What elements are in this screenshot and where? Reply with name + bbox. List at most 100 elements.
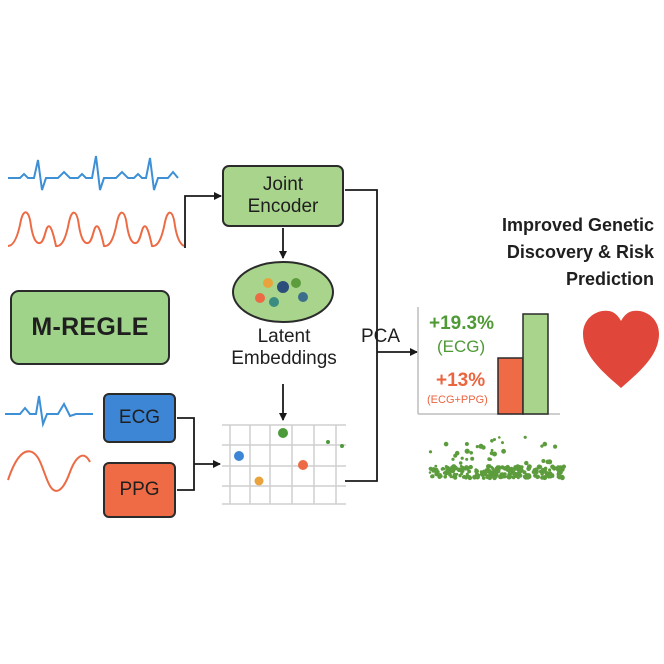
pca-grid <box>222 424 346 505</box>
manhattan-point <box>540 444 544 448</box>
manhattan-point <box>523 474 529 480</box>
ppg-waveform-top <box>7 211 185 248</box>
manhattan-point <box>520 465 524 469</box>
manhattan-point <box>505 467 511 472</box>
manhattan-point <box>430 468 433 471</box>
manhattan-point <box>475 445 479 449</box>
manhattan-point <box>452 472 458 478</box>
manhattan-point <box>501 448 506 454</box>
manhattan-point <box>474 472 480 478</box>
manhattan-point <box>489 458 493 461</box>
ecg-gain-value: +19.3% <box>429 313 494 334</box>
result-title: Improved Genetic Discovery & Risk Predic… <box>501 215 654 289</box>
bar-ecg <box>522 313 549 415</box>
pca-point <box>340 444 344 448</box>
manhattan-point <box>501 441 504 445</box>
manhattan-point <box>556 475 560 479</box>
manhattan-point <box>465 457 469 461</box>
manhattan-point <box>428 471 432 474</box>
ppg-waveform-bottom <box>7 450 91 492</box>
manhattan-point <box>434 464 438 468</box>
ppg-box: PPG <box>103 462 176 518</box>
manhattan-point <box>460 467 465 472</box>
manhattan-point <box>464 442 469 446</box>
ecg-waveform-top <box>8 155 179 191</box>
manhattan-point <box>496 465 500 469</box>
manhattan-point <box>511 476 516 480</box>
manhattan-plot <box>428 435 567 481</box>
pca-label: PCA <box>361 326 401 347</box>
embedding-dot <box>291 278 301 288</box>
manhattan-point <box>469 451 474 455</box>
manhattan-point <box>474 468 478 472</box>
joint-encoder-box: Joint Encoder <box>222 165 344 227</box>
manhattan-point <box>492 451 497 457</box>
ecg-ppg-to-grid-connector <box>177 417 220 491</box>
manhattan-point <box>548 468 552 472</box>
manhattan-point <box>518 470 522 475</box>
manhattan-point <box>535 470 539 475</box>
manhattan-point <box>430 474 435 479</box>
pca-point <box>234 451 244 461</box>
manhattan-point <box>481 445 486 450</box>
manhattan-point <box>523 435 527 439</box>
manhattan-point <box>514 472 520 477</box>
pca-point <box>326 440 330 444</box>
manhattan-point <box>438 474 442 478</box>
ecg-waveform-bottom <box>5 395 93 428</box>
ecg-label: ECG <box>118 407 161 428</box>
bar-ecg-ppg <box>497 357 524 415</box>
manhattan-point <box>551 474 555 478</box>
joint-encoder-label: Joint Encoder <box>247 174 319 217</box>
manhattan-point <box>435 470 440 474</box>
manhattan-point <box>512 471 516 475</box>
ecg-box: ECG <box>103 393 176 443</box>
combined-gain-value: +13% <box>436 370 486 391</box>
manhattan-point <box>440 467 444 471</box>
manhattan-point <box>458 461 463 465</box>
manhattan-point <box>531 470 536 474</box>
manhattan-point <box>561 464 567 469</box>
manhattan-point <box>482 471 487 476</box>
manhattan-point <box>444 472 448 476</box>
manhattan-point <box>490 448 494 452</box>
manhattan-point <box>539 465 543 469</box>
manhattan-point <box>458 473 462 478</box>
manhattan-point <box>542 441 548 447</box>
manhattan-point <box>493 438 496 441</box>
manhattan-point <box>481 476 486 480</box>
manhattan-point <box>490 439 494 443</box>
manhattan-point <box>547 475 551 479</box>
embedding-dot <box>269 297 279 307</box>
manhattan-point <box>550 464 555 470</box>
manhattan-point <box>450 466 456 472</box>
manhattan-point <box>460 456 464 460</box>
manhattan-point <box>500 465 505 470</box>
pca-point <box>254 476 264 486</box>
manhattan-point <box>498 474 503 480</box>
manhattan-point <box>443 441 449 447</box>
manhattan-point <box>535 474 540 480</box>
manhattan-point <box>512 466 518 471</box>
manhattan-point <box>445 466 451 471</box>
manhattan-point <box>545 459 551 465</box>
manhattan-point <box>506 474 512 480</box>
embedding-dot <box>277 281 289 293</box>
manhattan-point <box>543 466 548 471</box>
pca-flow-line <box>345 189 417 482</box>
manhattan-point <box>492 473 498 479</box>
ecg-gain-caption: (ECG) <box>437 337 486 356</box>
manhattan-point <box>515 464 520 469</box>
manhattan-point <box>459 464 463 468</box>
manhattan-point <box>542 475 548 481</box>
pca-point <box>278 428 288 438</box>
manhattan-point <box>559 475 563 479</box>
combined-gain-caption: (ECG+PPG) <box>427 394 488 406</box>
manhattan-point <box>493 470 498 475</box>
manhattan-point <box>451 457 455 461</box>
manhattan-point <box>558 470 563 475</box>
manhattan-point <box>470 456 475 461</box>
manhattan-point <box>428 450 433 454</box>
manhattan-point <box>526 466 531 472</box>
latent-embeddings-label: Latent Embeddings <box>231 326 337 369</box>
